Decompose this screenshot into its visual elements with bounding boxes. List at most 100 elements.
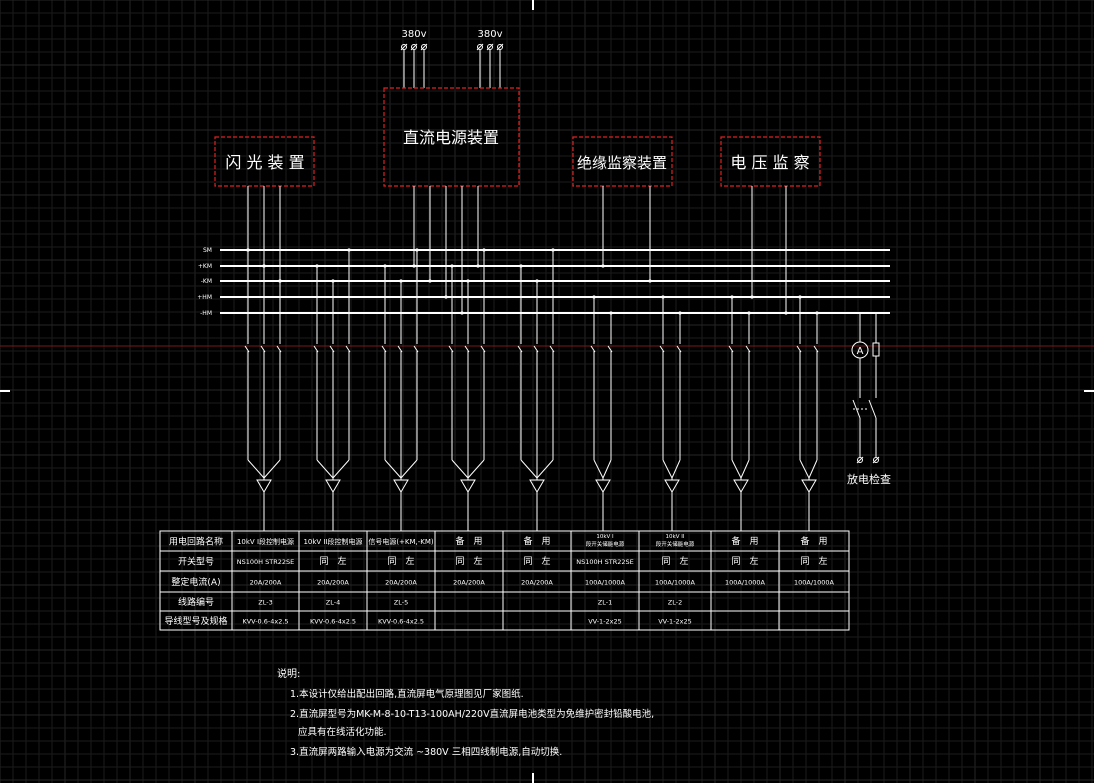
note-line-2: 2.直流屏型号为MK-M-8-10-T13-100AH/220V直流屏电池类型为… — [290, 708, 654, 720]
table-row-header: 线路编号 — [178, 596, 214, 608]
table-cell: 20A/200A — [521, 579, 553, 587]
discharge-label: 放电检查 — [847, 472, 891, 486]
table-cell: 10kV II段控制电源 — [303, 537, 362, 546]
table-row-header: 导线型号及规格 — [164, 615, 227, 627]
bus-5: -HM — [200, 310, 890, 317]
supply-terminal — [486, 43, 494, 88]
note-line-4: 3.直流屏两路输入电源为交流 ~380V 三相四线制电源,自动切换. — [290, 746, 562, 758]
cable-end-symbol — [664, 479, 680, 493]
table-cell: 100A/1000A — [794, 579, 835, 587]
table-cell: 10kV I段控制电源 — [237, 537, 294, 546]
cable-end-symbol — [529, 479, 545, 493]
table-cell: 同 左 — [661, 555, 688, 567]
table-cell: 100A/1000A — [655, 579, 696, 587]
table-cell: 同 左 — [800, 555, 827, 567]
table-cell: 20A/200A — [453, 579, 485, 587]
feeder — [448, 248, 486, 531]
voltage-device-label: 电 压 监 察 — [730, 153, 809, 172]
note-line-1: 1.本设计仅给出配出回路,直流屏电气原理图见厂家图纸. — [290, 688, 524, 700]
feeder — [313, 248, 351, 531]
table-cell: NS100H STR22SE — [237, 558, 294, 566]
table-cell: ZL-4 — [326, 599, 340, 607]
flash-device-label: 闪 光 装 置 — [225, 153, 304, 172]
bus-4: +HM — [197, 294, 890, 301]
table-cell: KVV-0.6-4x2.5 — [310, 618, 356, 626]
supply-terminal — [410, 43, 418, 88]
table-cell: 同 左 — [523, 555, 550, 567]
table-cell: 同 左 — [455, 555, 482, 567]
table-cell: 段开关储能电源 — [656, 540, 695, 548]
feeder — [381, 248, 419, 531]
fuse-symbol — [872, 342, 880, 357]
table-cell: ZL-3 — [258, 599, 272, 607]
table-cell: 备 用 — [800, 535, 827, 547]
bus-label: SM — [203, 247, 212, 254]
feeder — [728, 295, 751, 531]
table-cell: 同 左 — [731, 555, 758, 567]
supply-left-label: 380v — [401, 29, 426, 40]
device-bus-links — [246, 186, 788, 315]
bus-label: -KM — [201, 278, 212, 285]
bus-2: +KM — [198, 263, 890, 270]
feeder-circuits — [244, 248, 819, 531]
feeder — [590, 295, 613, 531]
ammeter-label: A — [857, 346, 864, 357]
table-cell: 20A/200A — [385, 579, 417, 587]
feeder — [659, 295, 682, 531]
table-cell: 备 用 — [455, 535, 482, 547]
table-cell: VV-1-2x25 — [658, 618, 692, 626]
supply-terminal — [496, 43, 504, 88]
bus-label: +KM — [198, 263, 212, 270]
table-cell: 10kV II — [666, 534, 685, 540]
feeder — [796, 295, 819, 531]
cable-end-symbol — [393, 479, 409, 493]
table-cell: 备 用 — [523, 535, 550, 547]
table-cell: 备 用 — [731, 535, 758, 547]
discharge-check: A 放电检查 — [847, 313, 891, 486]
table-row-header: 开关型号 — [178, 556, 214, 568]
cable-end-symbol — [801, 479, 817, 493]
table-cell: ZL-2 — [668, 599, 682, 607]
table-cell: VV-1-2x25 — [588, 618, 622, 626]
notes: 说明: 1.本设计仅给出配出回路,直流屏电气原理图见厂家图纸. 2.直流屏型号为… — [277, 667, 654, 758]
cable-end-symbol — [256, 479, 272, 493]
supply-right-label: 380v — [477, 29, 502, 40]
voltage-device-box — [720, 136, 821, 187]
table-cell: 20A/200A — [317, 579, 349, 587]
feeder — [244, 248, 282, 531]
supply-terminal — [420, 43, 428, 88]
table-cell: 20A/200A — [250, 579, 282, 587]
notes-title: 说明: — [277, 667, 300, 680]
table-cell: 同 左 — [319, 555, 346, 567]
insulation-device-label: 绝缘监察装置 — [577, 154, 667, 172]
table-cell: ZL-5 — [394, 599, 408, 607]
supply-inputs: 380v 380v — [400, 29, 504, 88]
table-cell: 信号电源(+KM,-KM) — [368, 537, 434, 546]
dc-power-device-box — [383, 87, 520, 187]
table-cell: ZL-1 — [598, 599, 612, 607]
table-cell: 段开关储能电源 — [586, 540, 625, 548]
flash-device-box — [214, 136, 315, 187]
table-cell: 同 左 — [387, 555, 414, 567]
dc-buses: SM +KM -KM +HM -HM — [197, 247, 890, 317]
table-cell: NS100H STR22SE — [576, 558, 633, 566]
table-cell: KVV-0.6-4x2.5 — [242, 618, 288, 626]
table-row-header: 整定电流(A) — [171, 576, 220, 588]
dc-power-device-label: 直流电源装置 — [403, 128, 499, 147]
bus-label: +HM — [197, 294, 212, 301]
table-cell: 100A/1000A — [725, 579, 766, 587]
table-cell: 10kV I — [596, 534, 614, 540]
bus-label: -HM — [200, 310, 212, 317]
bus-3: -KM — [201, 278, 890, 285]
insulation-device-box — [572, 136, 673, 187]
note-line-3: 应具有在线活化功能. — [298, 726, 387, 738]
table-row-header: 用电回路名称 — [169, 536, 223, 548]
supply-terminal — [476, 43, 484, 88]
feeder — [517, 248, 555, 531]
bus-1: SM — [203, 247, 890, 254]
device-boxes: 闪 光 装 置 直流电源装置 绝缘监察装置 电 压 监 察 — [214, 87, 821, 187]
